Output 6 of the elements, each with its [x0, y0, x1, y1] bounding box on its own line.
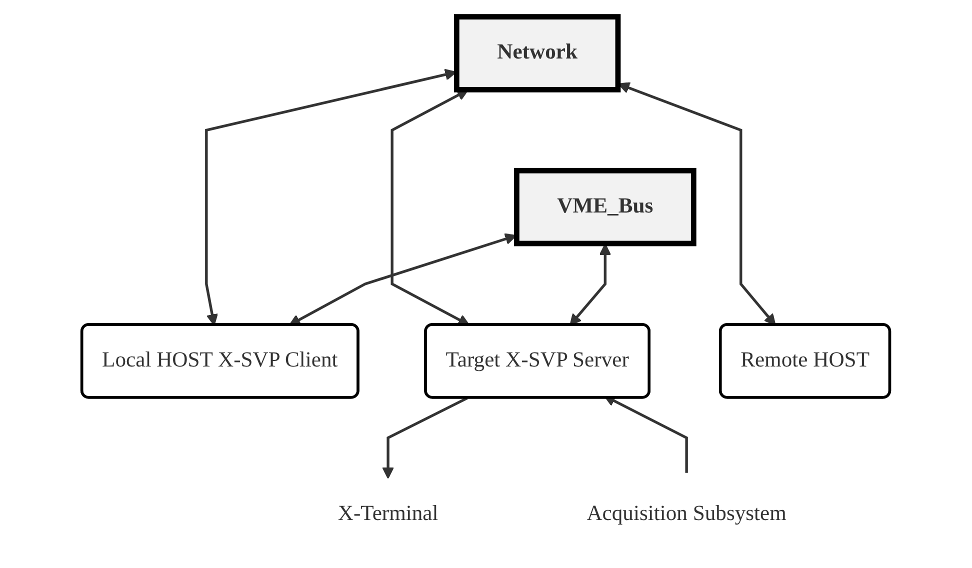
node-box [514, 168, 697, 246]
node-text: X-Terminal [338, 502, 438, 526]
node-text: Acquisition Subsystem [586, 502, 787, 526]
arrow [382, 396, 468, 479]
node-box [454, 14, 621, 92]
block-diagram: Network VME_Bus Local HOST X-SVP Client Target X-SVP Server Remote HOST X-Terminal Acquisition Subsystem [71, 6, 901, 562]
